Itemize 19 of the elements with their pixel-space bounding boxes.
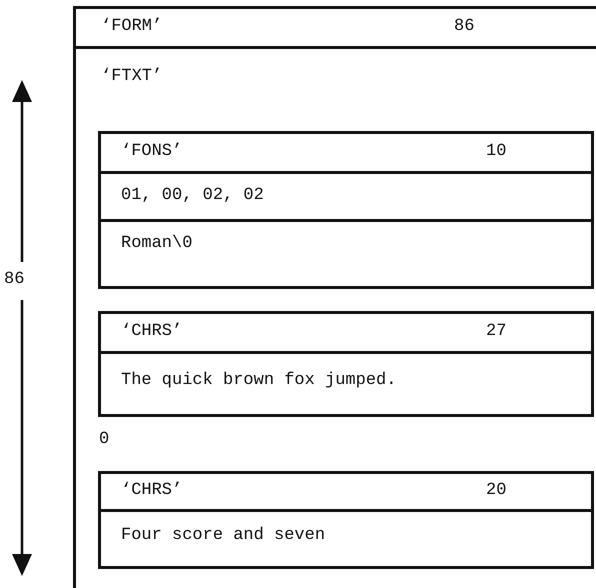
- form-type: ‘FTXT’: [101, 67, 162, 86]
- chunk-id: ‘CHRS’: [121, 322, 182, 341]
- chunk-box: [98, 131, 594, 289]
- chunk-box: [98, 311, 594, 417]
- chunk-size: 27: [486, 322, 506, 341]
- chunk-box: [98, 471, 594, 569]
- chunk-size: 86: [454, 17, 474, 36]
- chunk-data: The quick brown fox jumped.: [121, 371, 396, 390]
- chunk-data: 01, 00, 02, 02: [121, 186, 264, 205]
- dimension-label: 86: [4, 270, 24, 289]
- chunk-size: 10: [486, 142, 506, 161]
- chunk-id: ‘CHRS’: [121, 481, 182, 500]
- chunk-id: ‘FONS’: [121, 142, 182, 161]
- chunk-size: 20: [486, 481, 506, 500]
- chunk-id: ‘FORM’: [101, 17, 162, 36]
- chunk-data: Four score and seven: [121, 526, 326, 545]
- chunk-data: Roman\0: [121, 234, 192, 253]
- chunk-container-box: [73, 6, 596, 588]
- pad-byte: 0: [99, 430, 110, 449]
